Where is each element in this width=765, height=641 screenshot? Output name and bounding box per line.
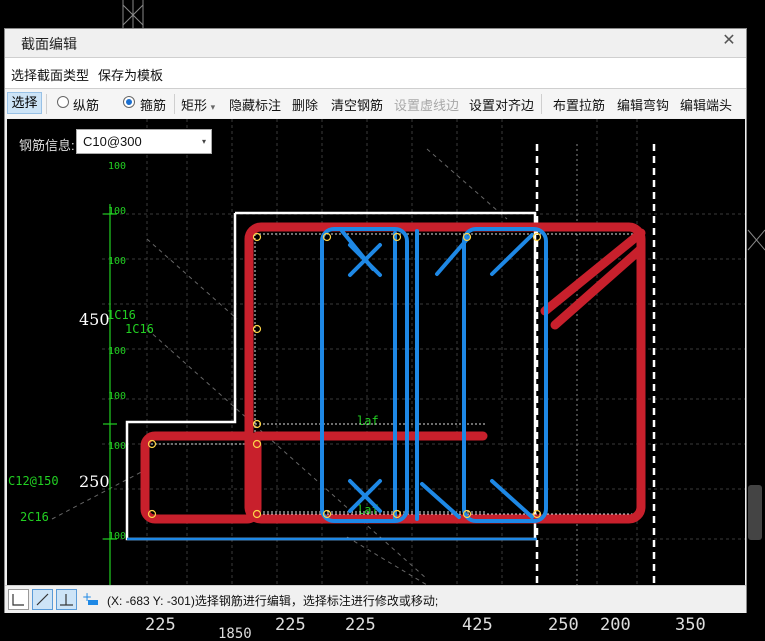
toolbar-separator [174, 94, 175, 114]
close-icon[interactable]: ✕ [722, 32, 736, 49]
perpendicular-snap-icon[interactable] [56, 589, 77, 610]
rebar-info-combo[interactable]: C10@300 ▾ [76, 129, 212, 154]
longitudinal-label[interactable]: 纵筋 [73, 98, 100, 113]
toolbar: 选择 纵筋 箍筋 矩形 ▾ 隐藏标注 删除 清空钢筋 设置虚线边 设置对齐边 布… [5, 89, 746, 118]
status-message: (X: -683 Y: -301)选择钢筋进行编辑，选择标注进行修改或移动; [107, 594, 439, 608]
angle-snap-icon[interactable] [32, 589, 53, 610]
grid-label: 100 [108, 531, 126, 542]
section-edit-dialog: 截面编辑 ✕ 选择截面类型 保存为模板 选择 纵筋 箍筋 矩形 ▾ 隐藏标注 删… [4, 28, 747, 613]
chevron-down-icon: ▾ [210, 102, 216, 112]
menu-save-template[interactable]: 保存为模板 [98, 68, 164, 83]
toolbar-separator [541, 94, 542, 114]
tie-bar-button[interactable]: 布置拉筋 [553, 98, 606, 113]
rebar-label-1c16: 1C16 [107, 308, 136, 322]
laf-label-top: laf [357, 414, 379, 428]
hide-annotation-button[interactable]: 隐藏标注 [229, 98, 282, 113]
status-bar: + (X: -683 Y: -301)选择钢筋进行编辑，选择标注进行修改或移动; [5, 585, 746, 613]
delete-button[interactable]: 删除 [292, 98, 319, 113]
blue-stirrup-1 [320, 227, 409, 523]
rebar-label-1c16: 1C16 [125, 322, 154, 336]
toolbar-separator [46, 94, 47, 114]
title-bar: 截面编辑 ✕ [5, 29, 746, 55]
vertical-scrollbar[interactable] [748, 485, 762, 540]
dim-250: 250 [79, 472, 110, 491]
grid-label: 100 [108, 206, 126, 217]
longitudinal-radio[interactable] [57, 96, 69, 108]
select-button[interactable]: 选择 [7, 92, 42, 114]
edit-hook-button[interactable]: 编辑弯钩 [617, 98, 670, 113]
rebar-info-label: 钢筋信息: [19, 138, 75, 153]
grid-label: 100 [108, 391, 126, 402]
set-align-edge-button[interactable]: 设置对齐边 [469, 98, 535, 113]
bg-dim: 225 [345, 615, 376, 635]
menu-bar: 选择截面类型 保存为模板 [5, 57, 746, 89]
rebar-label-2c16: 2C16 [20, 510, 49, 524]
clear-rebar-button[interactable]: 清空钢筋 [331, 98, 384, 113]
blue-stirrup-2 [462, 227, 548, 523]
bg-dim: 200 [600, 615, 631, 635]
shape-dropdown[interactable]: 矩形 ▾ [181, 95, 215, 114]
bg-dim: 225 [275, 615, 306, 635]
drawing-canvas[interactable]: 100 100 100 100 100 100 100 450 250 300 … [7, 119, 745, 585]
bg-dim: 250 [548, 615, 579, 635]
edit-end-button[interactable]: 编辑端头 [680, 98, 733, 113]
shape-label: 矩形 [181, 98, 208, 113]
stirrup-label[interactable]: 箍筋 [140, 98, 167, 113]
grid-label: 100 [108, 441, 126, 452]
svg-text:+: + [82, 590, 92, 604]
rebar-info-value: C10@300 [83, 134, 142, 149]
stirrup-radio[interactable] [123, 96, 135, 108]
orthogonal-snap-icon[interactable] [8, 589, 29, 610]
grid-label: 100 [108, 256, 126, 267]
bg-dim-1850: 1850 [218, 626, 252, 641]
add-snap-icon[interactable]: + [80, 589, 101, 610]
dim-450: 450 [79, 310, 110, 329]
section-drawing: 100 100 100 100 100 100 100 450 250 300 … [8, 119, 745, 585]
grid-label: 100 [108, 161, 126, 172]
section-outline [125, 211, 537, 541]
bg-dim: 425 [462, 615, 493, 635]
bg-dim: 350 [675, 615, 706, 635]
grid-label: 100 [108, 346, 126, 357]
red-stirrup-main [244, 222, 646, 524]
menu-select-section-type[interactable]: 选择截面类型 [11, 68, 90, 83]
set-dashed-edge-button[interactable]: 设置虚线边 [394, 98, 460, 113]
bg-dim-left: 225 [145, 615, 176, 635]
rebar-label-c12: C12@150 [8, 474, 59, 488]
red-stirrup-left [140, 431, 262, 524]
chevron-down-icon: ▾ [201, 137, 206, 146]
dialog-title: 截面编辑 [21, 36, 77, 52]
